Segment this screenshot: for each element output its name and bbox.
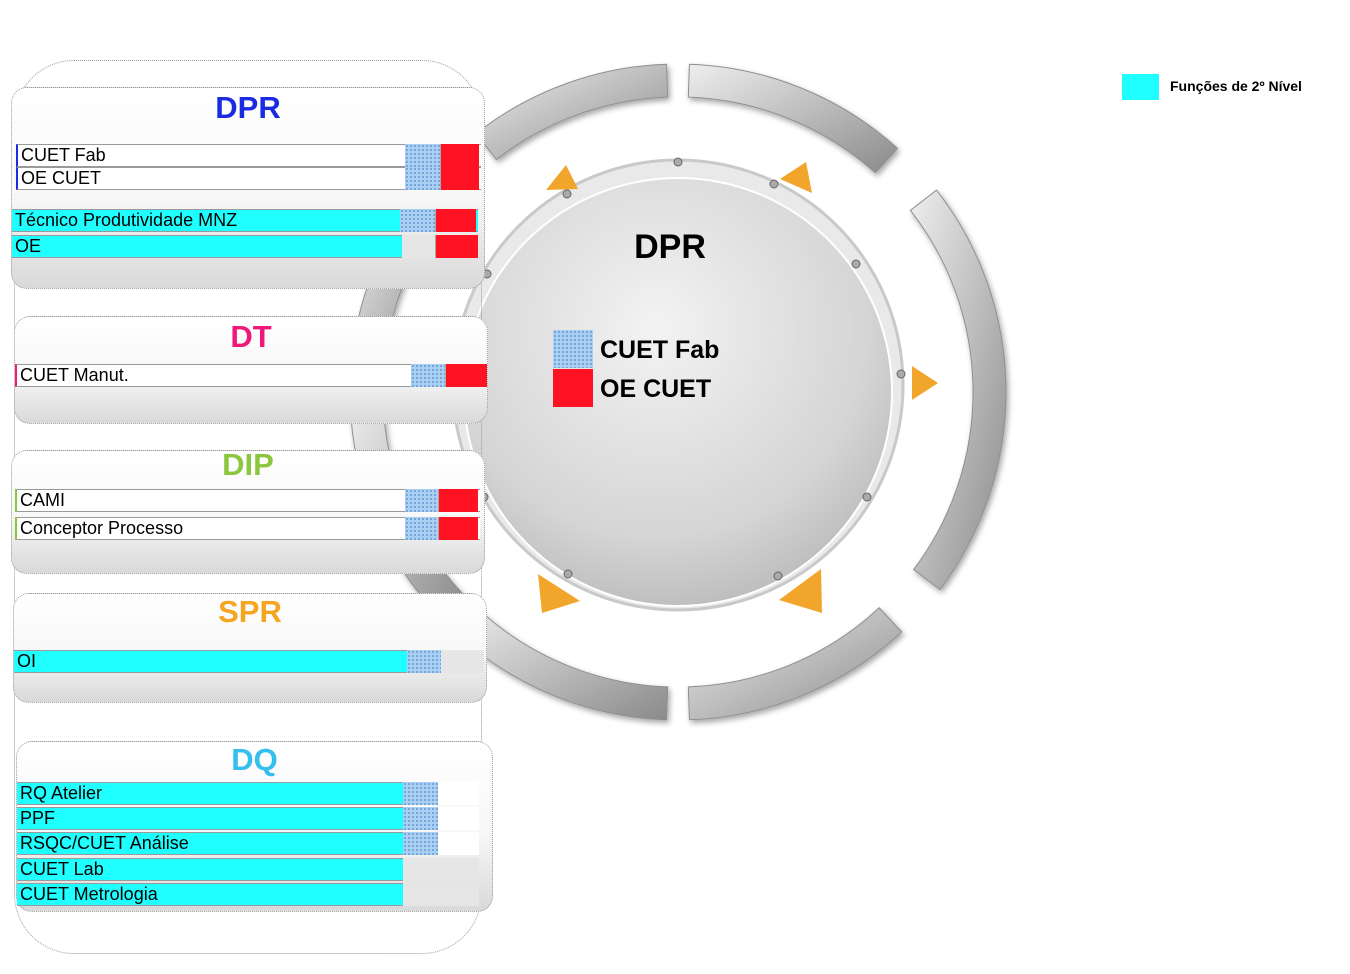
function-label: PPF <box>20 808 56 828</box>
function-row: Conceptor Processo <box>15 516 480 540</box>
cell-cuet-fab <box>403 882 438 906</box>
cell-oe-cuet <box>438 516 478 540</box>
panel-title: DPR <box>215 90 281 125</box>
legend-label: Funções de 2º Nível <box>1170 78 1302 94</box>
function-label: Conceptor Processo <box>20 518 184 538</box>
bolt-3 <box>851 259 861 269</box>
cell-cuet-fab <box>405 516 438 540</box>
ring-segment-7 <box>475 63 669 161</box>
cell-cuet-fab <box>402 234 435 258</box>
function-row: OE CUET <box>16 166 481 190</box>
cell-oe-cuet <box>440 143 479 167</box>
cell-oe-cuet <box>438 831 479 855</box>
panel-spr: SPR OI <box>13 593 487 703</box>
cycle-arrow-2 <box>780 162 812 193</box>
function-row: CUET Fab <box>16 143 481 167</box>
cell-oe-cuet <box>438 882 479 906</box>
function-row: OE <box>12 234 478 258</box>
bolt-4 <box>896 369 906 379</box>
bolt-5 <box>862 492 872 502</box>
panel-title: DQ <box>231 742 278 777</box>
function-label: OI <box>17 651 37 671</box>
cell-cuet-fab <box>405 166 440 190</box>
cell-cuet-fab <box>403 781 438 805</box>
panel-title: DIP <box>222 447 274 482</box>
circle-title: DPR <box>634 228 706 266</box>
function-label: RSQC/CUET Análise <box>20 833 189 853</box>
function-row: PPF <box>17 806 479 830</box>
ring-segment-3 <box>687 607 903 721</box>
cell-oe-cuet <box>435 208 476 232</box>
panel-title: SPR <box>218 594 282 629</box>
panel-title: DT <box>230 319 272 354</box>
function-row: CUET Metrologia <box>17 882 479 906</box>
bolt-7 <box>563 569 573 579</box>
key-label-cuet-fab: CUET Fab <box>600 336 720 364</box>
cycle-arrow-4 <box>779 569 822 613</box>
bolt-8 <box>562 189 572 199</box>
function-label: CUET Lab <box>20 859 104 879</box>
panel-dip: DIP CAMI Conceptor Processo <box>11 447 485 574</box>
function-label: RQ Atelier <box>20 783 103 803</box>
cell-cuet-fab <box>405 143 440 167</box>
cell-oe-cuet <box>441 649 484 673</box>
cycle-arrow-1 <box>546 165 578 190</box>
key-swatch-oe-cuet <box>553 369 593 407</box>
function-label: CUET Metrologia <box>20 884 158 904</box>
function-row: CUET Manut. <box>15 363 487 387</box>
panel-dpr: DPR CUET Fab OE CUET Técnico Produtividade … <box>11 87 485 289</box>
cell-oe-cuet <box>438 488 478 512</box>
function-label: OE CUET <box>21 168 102 188</box>
ring-segment-2 <box>909 189 1007 591</box>
key-label-oe-cuet: OE CUET <box>600 375 712 403</box>
function-label: Técnico Produtividade MNZ <box>15 210 238 230</box>
function-label: CAMI <box>20 490 65 510</box>
function-row: RQ Atelier <box>17 781 479 805</box>
cell-cuet-fab <box>403 831 438 855</box>
cell-oe-cuet <box>440 166 479 190</box>
key-swatch-cuet-fab <box>553 330 593 368</box>
ring-segment-1 <box>687 63 899 174</box>
cell-cuet-fab <box>403 857 438 881</box>
cycle-arrow-5 <box>538 574 580 613</box>
cycle-arrow-3 <box>912 366 938 400</box>
cell-cuet-fab <box>407 649 441 673</box>
function-row: RSQC/CUET Análise <box>17 831 479 855</box>
cell-cuet-fab <box>400 208 435 232</box>
function-row: OI <box>14 649 484 673</box>
function-label: CUET Fab <box>21 145 106 165</box>
cell-oe-cuet <box>438 857 479 881</box>
bolt-1 <box>673 157 683 167</box>
cell-cuet-fab <box>411 363 445 387</box>
cell-cuet-fab <box>405 488 438 512</box>
bolt-6 <box>773 571 783 581</box>
cell-oe-cuet <box>435 234 478 258</box>
legend-swatch <box>1122 74 1159 100</box>
function-label: OE <box>15 236 42 256</box>
panel-dt: DT CUET Manut. <box>14 316 488 424</box>
function-label: CUET Manut. <box>20 365 129 385</box>
cell-cuet-fab <box>403 806 438 830</box>
cell-oe-cuet <box>438 781 479 805</box>
function-row: CUET Lab <box>17 857 479 881</box>
cell-oe-cuet <box>445 363 487 387</box>
cell-oe-cuet <box>438 806 479 830</box>
function-row: CAMI <box>15 488 480 512</box>
bolt-2 <box>769 179 779 189</box>
function-row: Técnico Produtividade MNZ <box>12 208 478 232</box>
